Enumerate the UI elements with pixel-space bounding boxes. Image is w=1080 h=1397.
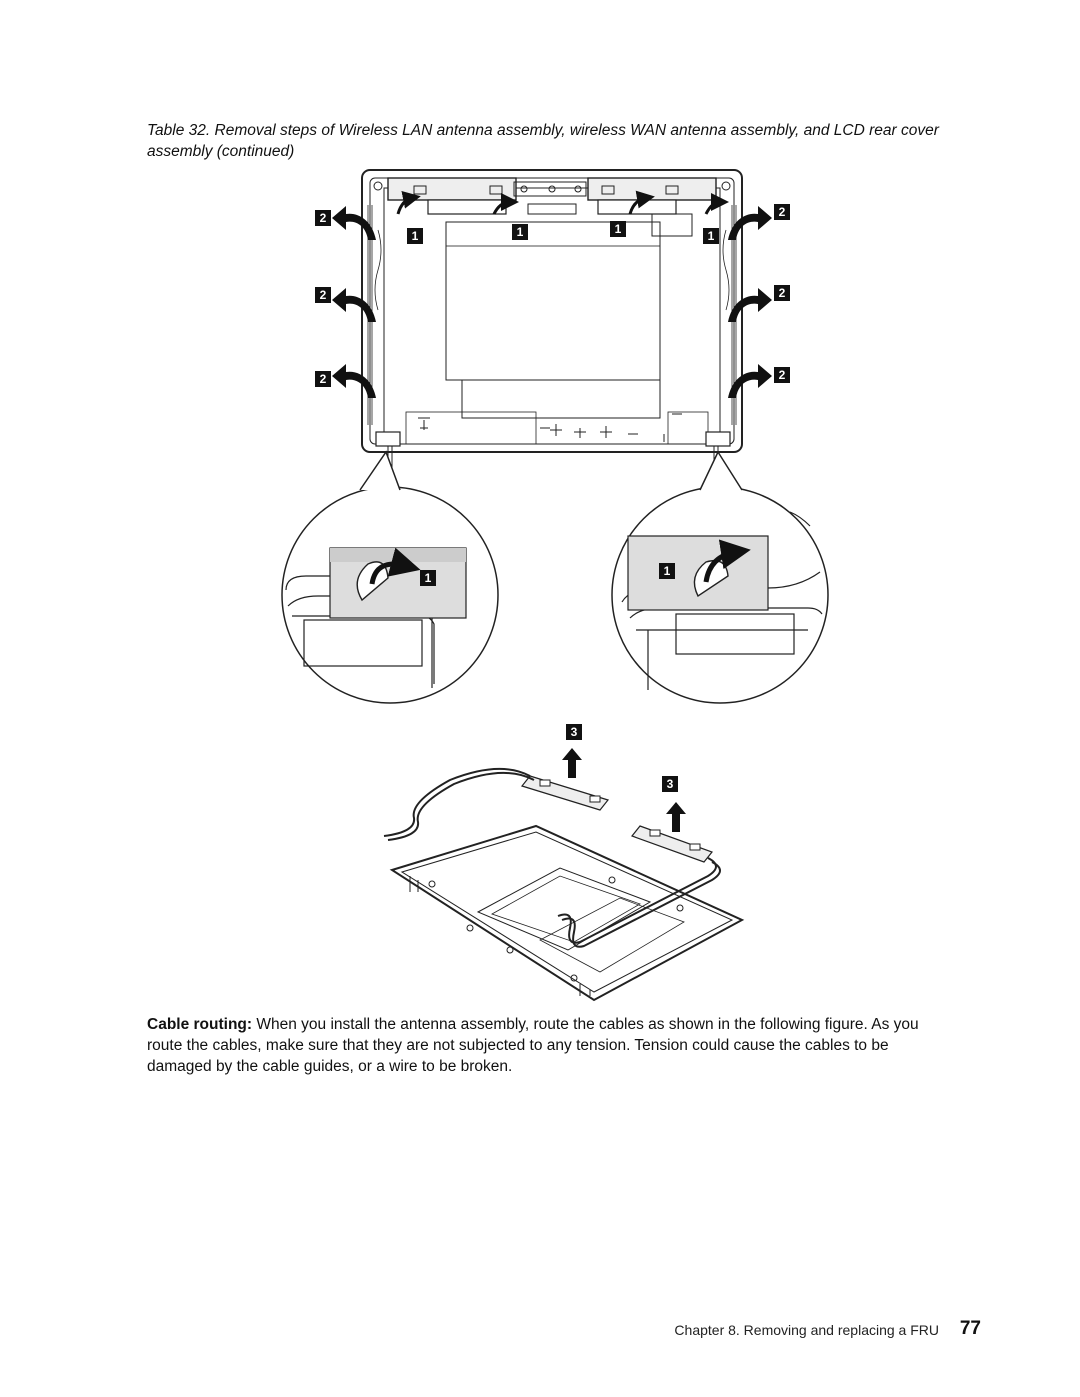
callout-2: 2 (315, 371, 331, 387)
svg-text:2: 2 (320, 372, 327, 386)
callout-2: 2 (774, 367, 790, 383)
svg-text:2: 2 (320, 211, 327, 225)
callout-1: 1 (407, 228, 423, 244)
svg-text:2: 2 (320, 288, 327, 302)
svg-text:1: 1 (708, 229, 715, 243)
zoom-detail-left (281, 450, 499, 704)
callout-1: 1 (659, 563, 675, 579)
lcd-rear-cover-top-view (361, 169, 743, 470)
rear-cover-perspective (389, 824, 745, 1002)
page-number: 77 (959, 1318, 981, 1339)
antenna-cables (383, 767, 721, 948)
step-callouts-zoom: 1 1 (420, 563, 675, 586)
chapter-title: Chapter 8. Removing and replacing a FRU (674, 1322, 939, 1338)
svg-text:1: 1 (664, 564, 671, 578)
table-caption: Table 32. Removal steps of Wireless LAN … (147, 122, 939, 160)
cable-release-arrows (332, 206, 772, 398)
callout-1: 1 (610, 221, 626, 237)
callout-1: 1 (703, 228, 719, 244)
svg-text:1: 1 (517, 225, 524, 239)
callout-2: 2 (315, 210, 331, 226)
callout-2: 2 (774, 285, 790, 301)
cable-routing-heading: Cable routing: (147, 1016, 253, 1033)
svg-text:1: 1 (425, 571, 432, 585)
callout-3: 3 (662, 776, 678, 792)
antenna-modules-lifted (520, 775, 713, 863)
page-footer: Chapter 8. Removing and replacing a FRU … (655, 1318, 985, 1346)
lift-up-arrows (562, 748, 686, 832)
callout-1: 1 (420, 570, 436, 586)
step-callouts-bottom: 3 3 (566, 724, 678, 792)
callout-3: 3 (566, 724, 582, 740)
cable-routing-text: When you install the antenna assembly, r… (147, 1016, 919, 1075)
zoom-detail-right (611, 450, 829, 704)
svg-text:3: 3 (571, 725, 578, 739)
callout-1: 1 (512, 224, 528, 240)
cable-routing-paragraph: Cable routing: When you install the ante… (147, 1014, 957, 1077)
tape-peel-arrows (396, 190, 729, 215)
step-callouts-top: 2 2 2 2 2 2 1 1 1 1 (315, 204, 790, 387)
svg-text:1: 1 (615, 222, 622, 236)
svg-text:2: 2 (779, 205, 786, 219)
callout-2: 2 (774, 204, 790, 220)
svg-text:1: 1 (412, 229, 419, 243)
svg-text:3: 3 (667, 777, 674, 791)
removal-illustration: 2 2 2 2 2 2 1 1 1 1 1 1 (281, 169, 829, 1002)
svg-text:2: 2 (779, 368, 786, 382)
callout-2: 2 (315, 287, 331, 303)
svg-text:2: 2 (779, 286, 786, 300)
